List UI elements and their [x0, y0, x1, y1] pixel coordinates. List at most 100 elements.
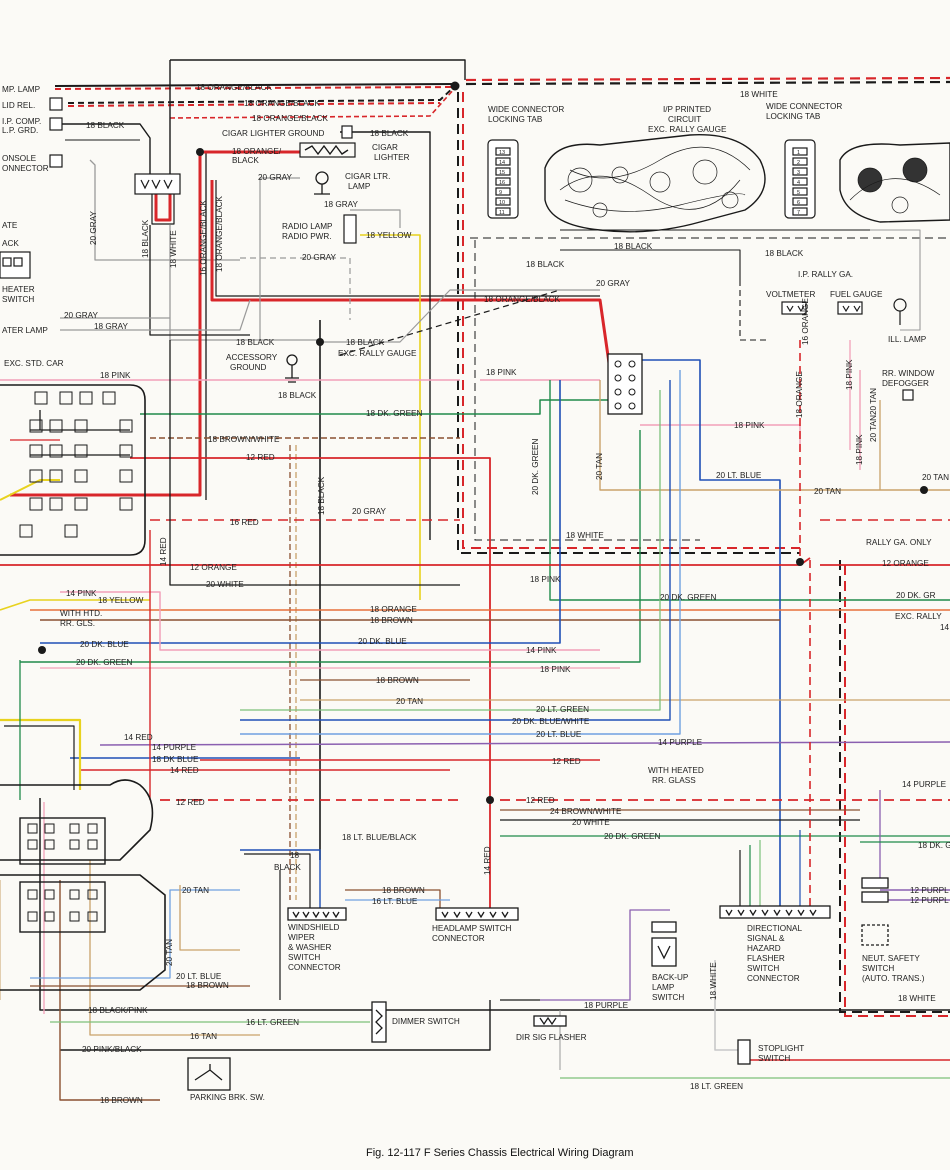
center-multi-connector: [607, 353, 643, 415]
exc-rally-label: EXC. RALLY: [895, 612, 942, 621]
stoplight-switch: [737, 1039, 751, 1065]
with-htd-label: WITH HTD.: [60, 609, 102, 618]
wire-label: 16 LT. BLUE: [372, 897, 418, 906]
radio-lamp-label: RADIO LAMP: [282, 222, 333, 231]
wire-label: 18 WHITE: [740, 90, 778, 99]
wire-label: 20 DK. GR: [896, 591, 936, 600]
wide-conn-left-label-2: LOCKING TAB: [488, 115, 543, 124]
wire-label: 20 GRAY: [596, 279, 631, 288]
wire-label: 18 BLACK: [614, 242, 653, 251]
wire-label: 20 TAN: [814, 487, 841, 496]
pin-number: 15: [499, 170, 505, 176]
accessory-ground-label-1: ACCESSORY: [226, 353, 278, 362]
wire-label: 18 PINK: [100, 371, 131, 380]
wire-label: 20 WHITE: [206, 580, 244, 589]
voltmeter-label: VOLTMETER: [766, 290, 816, 299]
wire-label: 20 LT. BLUE: [536, 730, 582, 739]
cigar-ltr-lamp-label-2: LAMP: [348, 182, 371, 191]
wire-label: 20 TAN: [595, 453, 604, 480]
wire-label: 18 DK. G: [918, 841, 950, 850]
wire-label: 20 TAN: [922, 473, 949, 482]
wire-label: 20 TAN: [869, 388, 878, 415]
ater-lamp-label: ATER LAMP: [2, 326, 48, 335]
wire-label: 18 ORANGE/BLACK: [215, 195, 224, 272]
wire-label: 20 DK. GREEN: [76, 658, 133, 667]
wire-label: 18 GRAY: [94, 322, 129, 331]
wire-label: 18 LT. GREEN: [690, 1082, 743, 1091]
wire-label: 18 BLACK/PINK: [88, 1006, 148, 1015]
wire-label: 14 RED: [483, 846, 492, 875]
wire-label: 12 PURPL: [910, 886, 949, 895]
pin-number: 5: [797, 190, 800, 196]
pin-number: 11: [499, 210, 505, 216]
rr-gls-label: RR. GLS.: [60, 619, 95, 628]
printed-circuit-board: [544, 134, 766, 233]
stoplight-label-1: STOPLIGHT: [758, 1044, 804, 1053]
splice-points: [38, 81, 928, 804]
radio-connector: [343, 214, 357, 244]
directional-label-1: DIRECTIONAL: [747, 924, 802, 933]
headlamp-label-2: CONNECTOR: [432, 934, 485, 943]
wire-label: 12 RED: [246, 453, 275, 462]
wire-label: 18 BLACK: [346, 338, 385, 347]
parking-label: PARKING BRK. SW.: [190, 1093, 265, 1102]
pin-number: 3: [797, 170, 800, 176]
amp-lamp-label: MP. LAMP: [2, 85, 41, 94]
pin-number: 10: [499, 200, 505, 206]
wire-label: 18 DK BLUE: [152, 755, 199, 764]
wire-label: 18 WHITE: [709, 962, 718, 1000]
wire-label: 18 ORANGE/: [232, 147, 282, 156]
ip-printed-label-2: CIRCUIT: [668, 115, 701, 124]
wire-label: 20 DK. GREEN: [531, 438, 540, 495]
dir-sig-label: DIR SIG FLASHER: [516, 1033, 587, 1042]
wire-label: 18 PINK: [845, 359, 854, 390]
wire-label: 14 PINK: [66, 589, 97, 598]
pin-number: 7: [797, 210, 800, 216]
switch-left-label: SWITCH: [2, 295, 34, 304]
wire-label: 18 YELLOW: [366, 231, 412, 240]
left-bulkhead-connector: [0, 779, 166, 991]
wire-label: 18 PURPLE: [584, 1001, 629, 1010]
wire-label: 14 RED: [124, 733, 153, 742]
wire-label: 18 ORANGE/BLACK: [484, 295, 561, 304]
wiper-switch-connector: [287, 907, 347, 921]
wire-label: BLACK: [274, 863, 301, 872]
wire-label: 24 BROWN/WHITE: [550, 807, 622, 816]
directional-label-2: SIGNAL &: [747, 934, 785, 943]
directional-label-5: SWITCH: [747, 964, 779, 973]
voltmeter-connector: [781, 301, 807, 315]
accessory-ground-label-2: GROUND: [230, 363, 266, 372]
wire-label: 18 BLACK: [86, 121, 125, 130]
wire-label: 18 ORANGE/BLACK: [244, 99, 321, 108]
ip-grd-label: L.P. GRD.: [2, 126, 38, 135]
wire-label: 20 LT. BLUE: [716, 471, 762, 480]
wires: [0, 59, 950, 1101]
wire-label: 20 LT. GREEN: [536, 705, 589, 714]
wire-label: 12 RED: [552, 757, 581, 766]
wire-label: 18 BROWN: [382, 886, 425, 895]
wire-label: 12 ORANGE: [190, 563, 237, 572]
headlamp-label-1: HEADLAMP SWITCH: [432, 924, 512, 933]
wire-label: 14 RED: [170, 766, 199, 775]
wire-label: 18 LT. BLUE/BLACK: [342, 833, 417, 842]
stoplight-label-2: SWITCH: [758, 1054, 790, 1063]
left-fuse-block: [0, 384, 146, 556]
wire-label: 18 BLACK: [278, 391, 317, 400]
wiper-label-2: WIPER: [288, 933, 315, 942]
backup-label-3: SWITCH: [652, 993, 684, 1002]
wire-label: 20 GRAY: [89, 210, 98, 245]
neut-label-3: (AUTO. TRANS.): [862, 974, 925, 983]
backup-label-2: LAMP: [652, 983, 675, 992]
ack-label: ACK: [2, 239, 19, 248]
wire-label: 20 DK. GREEN: [660, 593, 717, 602]
cigar-lighter: [299, 125, 356, 158]
wiper-label-4: SWITCH: [288, 953, 320, 962]
wire-label: 12 RED: [176, 798, 205, 807]
wire-label: 20 LT. BLUE: [176, 972, 222, 981]
console-label: ONSOLE: [2, 154, 37, 163]
fuel-gauge-label: FUEL GAUGE: [830, 290, 883, 299]
wire-label: 18 BROWN/WHITE: [208, 435, 280, 444]
top-left-connector-block: [134, 173, 181, 195]
wire-label: 18 GRAY: [324, 200, 359, 209]
wire-label: 20 GRAY: [64, 311, 99, 320]
